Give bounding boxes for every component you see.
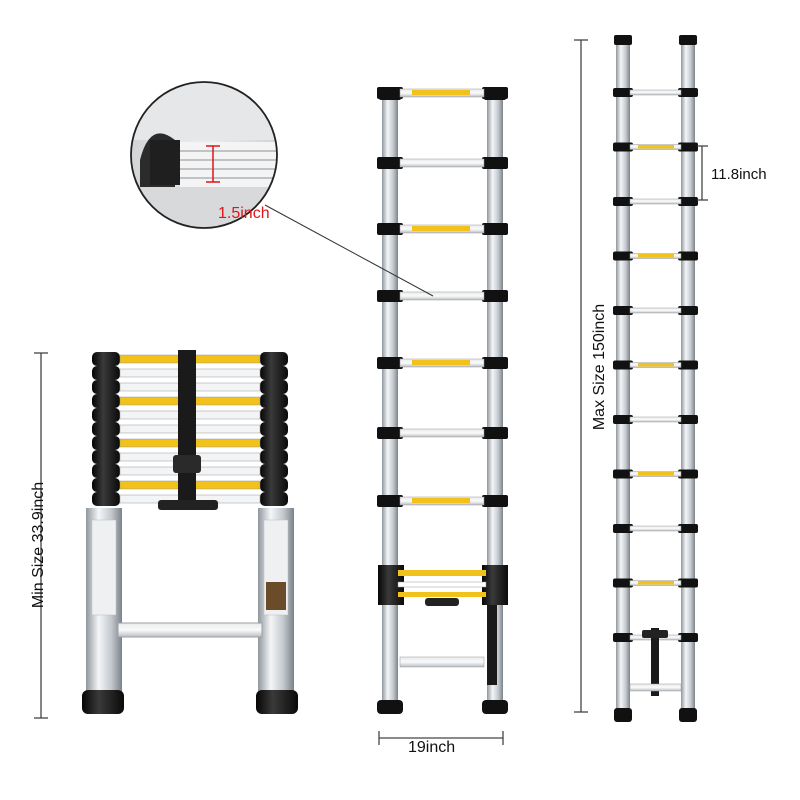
collar [92,408,120,422]
collar [260,408,288,422]
rung-label [412,360,470,365]
rung-clip [377,290,403,302]
collar [260,492,288,506]
rung-clip [678,578,698,588]
rung [629,416,682,423]
collar [260,366,288,380]
extended-ladder [613,35,698,722]
rung-clip [377,157,403,169]
rung-clip [613,524,633,533]
collapsed-ladder [82,350,298,714]
rung-clip [678,469,698,479]
rung-clip [377,87,403,99]
rung-clip [482,290,508,302]
rung-clip [377,495,403,507]
rung-clip [613,142,633,152]
collar [260,464,288,478]
rung-clip [482,223,508,235]
rung [399,428,485,438]
rung-clip [377,223,403,235]
rung-ridge-label: 1.5inch [218,205,270,222]
rung-label [412,498,470,503]
min-size-label: Min Size 33.9inch [30,481,47,609]
rung-clip [613,633,633,642]
collar [92,422,120,436]
rung-clip [613,197,633,206]
rung-clip [482,357,508,369]
collar [260,422,288,436]
rung-clip [613,469,633,479]
rung-clip [482,87,508,99]
rung-clip [482,427,508,439]
rung-clip [377,427,403,439]
rung [629,89,682,96]
rung-clip [482,157,508,169]
rung-clip [613,415,633,424]
rung-clip [678,251,698,261]
collar [92,352,120,366]
rung-clip [678,415,698,424]
collar [92,436,120,450]
rung [629,198,682,205]
dimension-lines [34,39,708,745]
collar [92,464,120,478]
rung-label [638,581,674,585]
collar [260,436,288,450]
rung [399,291,485,301]
width-label: 19inch [408,739,456,756]
collar [92,450,120,464]
rung-label [638,145,674,149]
rung-clip [678,360,698,370]
rung [629,307,682,314]
rung-spacing-label: 11.8inch [711,166,767,183]
rung-clip [482,495,508,507]
rung [399,158,485,168]
collar [92,380,120,394]
collar [260,380,288,394]
rung-clip [678,142,698,152]
rung-label [412,90,470,95]
rung-clip [678,633,698,642]
collar [92,366,120,380]
rung [629,525,682,532]
rung-label [638,254,674,258]
middle-ladder [377,87,508,714]
rung-clip [613,88,633,97]
rung-label [638,472,674,476]
collar [92,478,120,492]
collar [92,492,120,506]
collar [92,394,120,408]
rung-clip [613,251,633,261]
collar [260,450,288,464]
rung-clip [613,360,633,370]
rung-clip [678,306,698,315]
collar [260,478,288,492]
rung-clip [678,197,698,206]
rung-clip [377,357,403,369]
rung-clip [678,88,698,97]
collar [260,394,288,408]
rung-clip [613,578,633,588]
rung-label [638,363,674,367]
max-size-label: Max Size 150inch [591,303,608,431]
rung-clip [678,524,698,533]
rung-clip [613,306,633,315]
rung-label [412,226,470,231]
collar [260,352,288,366]
